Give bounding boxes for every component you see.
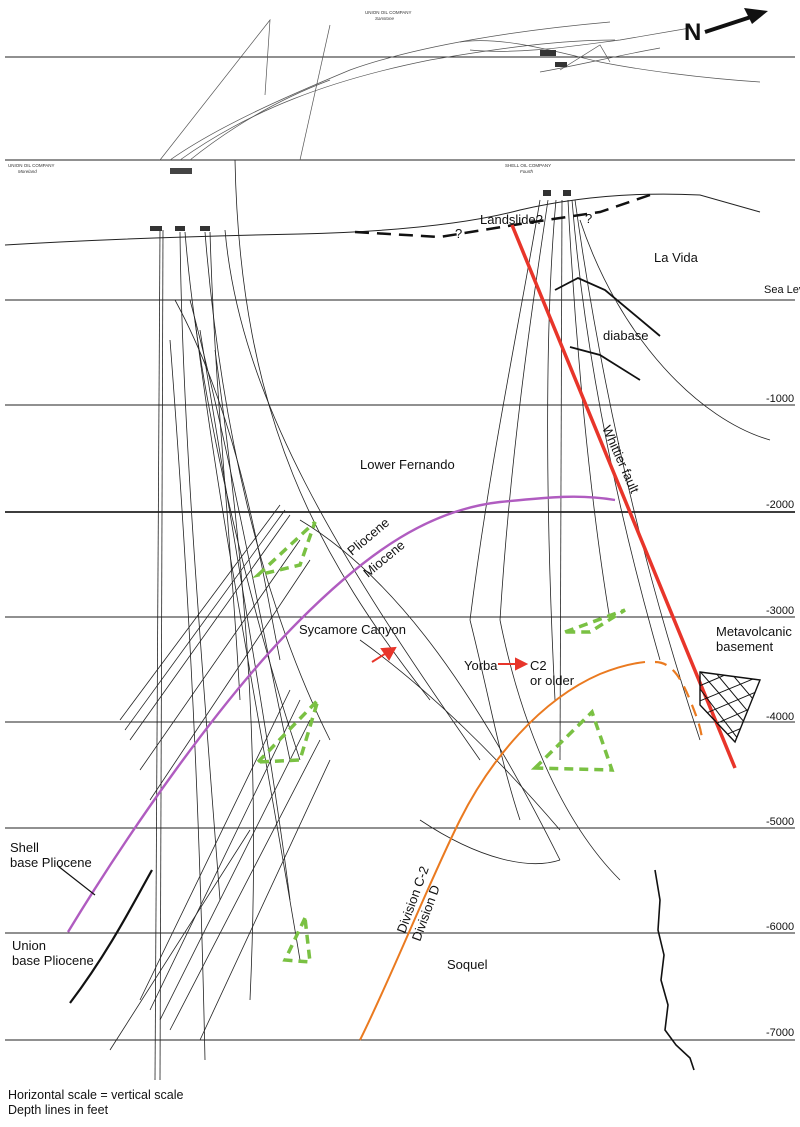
la-vida-label: La Vida (654, 250, 699, 265)
metavolcanic-hatch (699, 671, 761, 744)
well-tags (150, 50, 571, 231)
lower-fernando-label: Lower Fernando (360, 457, 455, 472)
pliocene-miocene-contact (66, 495, 616, 933)
north-arrow: N (684, 8, 768, 46)
well-traces (154, 159, 771, 1081)
north-arrow-label: N (684, 19, 701, 46)
left-lease-label: Moreland (18, 169, 37, 174)
depth-label-6000: -6000 (766, 921, 794, 933)
yorba-label: Yorba (464, 658, 498, 673)
depth-label-3000: -3000 (766, 605, 794, 617)
diabase-label: diabase (603, 328, 649, 343)
green-marker-1 (251, 520, 317, 579)
diagonal-traces (109, 504, 331, 1051)
depth-label-2000: -2000 (766, 499, 794, 511)
depth-label-sea: Sea Level (764, 284, 800, 296)
upper-well-traces (159, 18, 761, 161)
left-company-label: UNION OIL COMPANY (8, 163, 55, 168)
green-marker-4 (530, 708, 615, 772)
green-marker-5 (282, 911, 312, 964)
whittier-fault-line (510, 224, 737, 769)
right-company-label: SHELL OIL COMPANY (505, 163, 551, 168)
depth-label-7000: -7000 (766, 1027, 794, 1039)
top-company-label: UNION OIL COMPANY (365, 10, 412, 15)
sycamore-canyon-label: Sycamore Canyon (299, 622, 406, 637)
jagged-well-log (654, 869, 695, 1071)
question-mark-2: ? (585, 211, 592, 226)
green-markers (251, 520, 626, 964)
top-lease-label: Sanstone (375, 16, 395, 21)
diabase-boundary (554, 277, 661, 381)
question-mark-1: ? (455, 226, 462, 241)
scale-note: Horizontal scale = vertical scale (8, 1088, 184, 1102)
soquel-label: Soquel (447, 957, 488, 972)
shell-base-pliocene-line (57, 865, 96, 896)
right-lease-label: Fourth (520, 169, 534, 174)
red-arrows (371, 646, 529, 671)
depth-note: Depth lines in feet (8, 1103, 109, 1117)
footer-notes: Horizontal scale = vertical scale Depth … (8, 1088, 183, 1118)
division-boundary-dashed (654, 660, 704, 739)
landslide-dashed-line (354, 193, 651, 239)
ground-surface (4, 193, 761, 246)
depth-axis: Sea Level -1000 -2000 -3000 -4000 -5000 … (764, 284, 800, 1039)
depth-lines (5, 56, 795, 1041)
landslide-label: Landslide? (480, 212, 543, 227)
green-marker-3 (564, 608, 626, 634)
green-marker-2 (253, 698, 320, 764)
depth-label-4000: -4000 (766, 711, 794, 723)
division-boundary (359, 661, 646, 1041)
depth-label-1000: -1000 (766, 393, 794, 405)
union-base-pliocene-line (69, 869, 153, 1004)
whittier-fault-label: Whittier fault (599, 423, 642, 495)
depth-label-5000: -5000 (766, 816, 794, 828)
